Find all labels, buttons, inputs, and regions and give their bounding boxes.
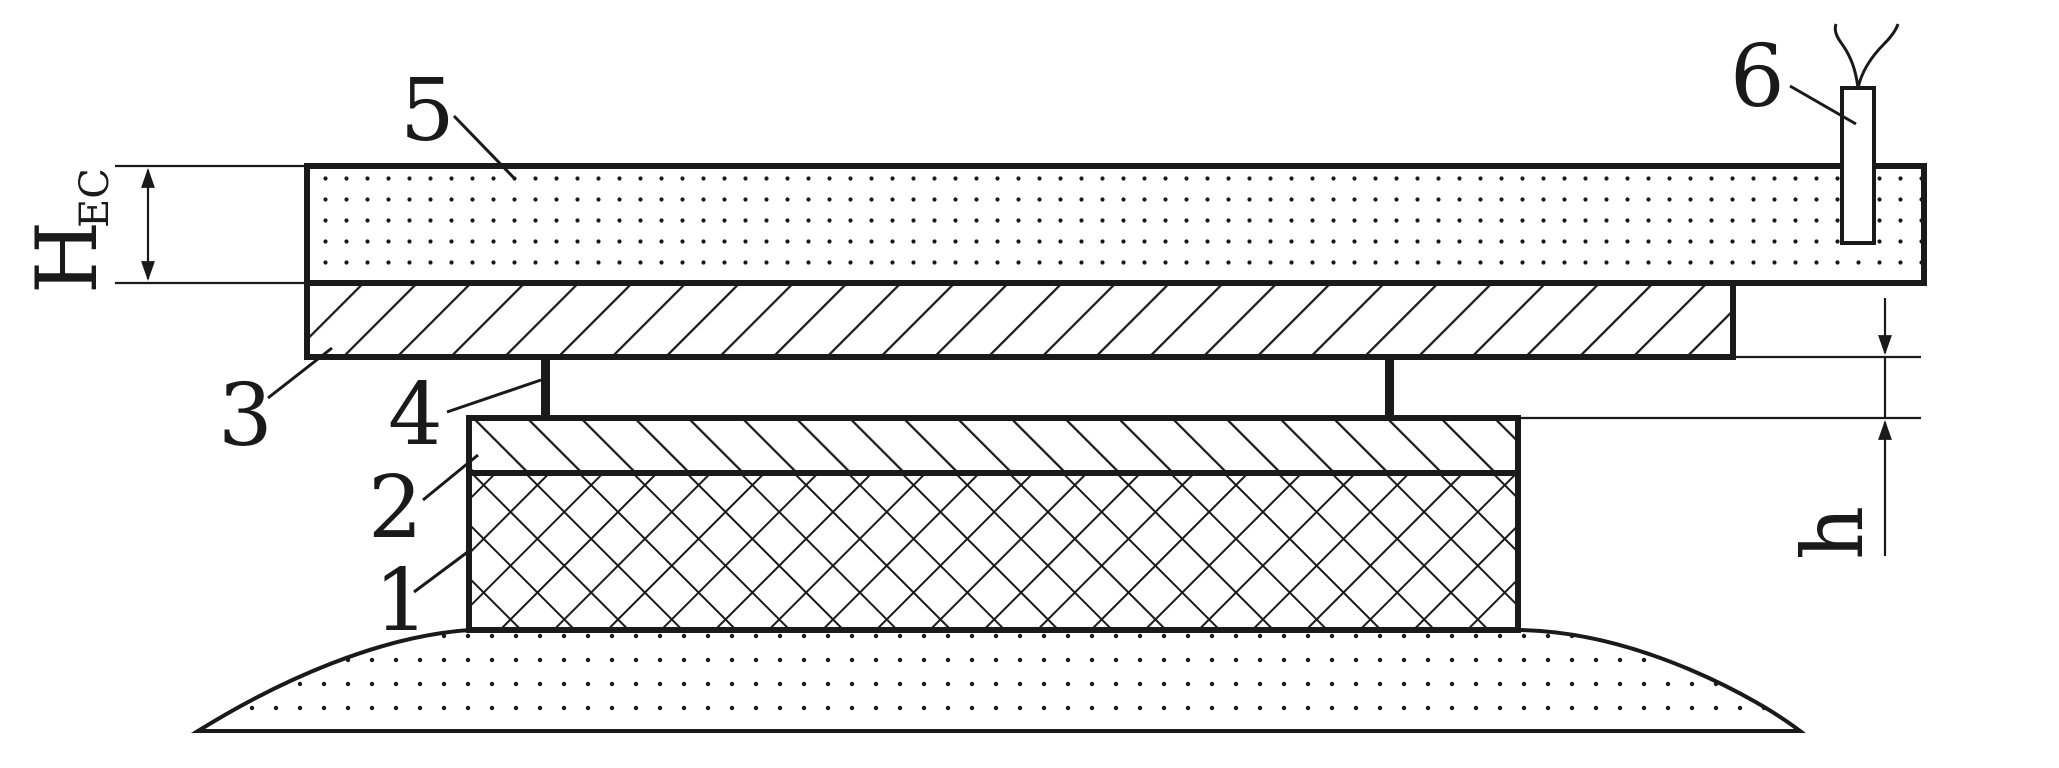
substrate — [190, 628, 1806, 733]
label-1: 1 — [374, 551, 429, 651]
spacer-left — [541, 357, 550, 419]
label-hec: H EC — [18, 168, 118, 294]
leader-2 — [422, 453, 479, 502]
svg-text:h: h — [1784, 506, 1882, 560]
leader-6 — [1789, 84, 1857, 126]
layer-3 — [304, 280, 1736, 360]
probe-6 — [1840, 86, 1876, 245]
spacer-right — [1385, 357, 1394, 419]
layer-2 — [466, 415, 1521, 476]
svg-text:EC: EC — [72, 168, 118, 228]
leader-4 — [446, 378, 542, 414]
layer-5 — [304, 163, 1927, 286]
layer-1 — [466, 470, 1521, 633]
leader-1 — [413, 549, 470, 594]
svg-text:H: H — [18, 221, 116, 294]
leader-3 — [267, 346, 333, 400]
probe-wire-left — [1833, 23, 1860, 89]
label-4: 4 — [388, 365, 443, 465]
label-h: h — [1784, 506, 1882, 560]
label-3: 3 — [218, 366, 273, 466]
leader-5 — [452, 114, 516, 180]
label-6: 6 — [1730, 27, 1785, 127]
label-2: 2 — [368, 458, 423, 558]
label-5: 5 — [400, 61, 455, 161]
probe-wire-right — [1856, 23, 1900, 89]
